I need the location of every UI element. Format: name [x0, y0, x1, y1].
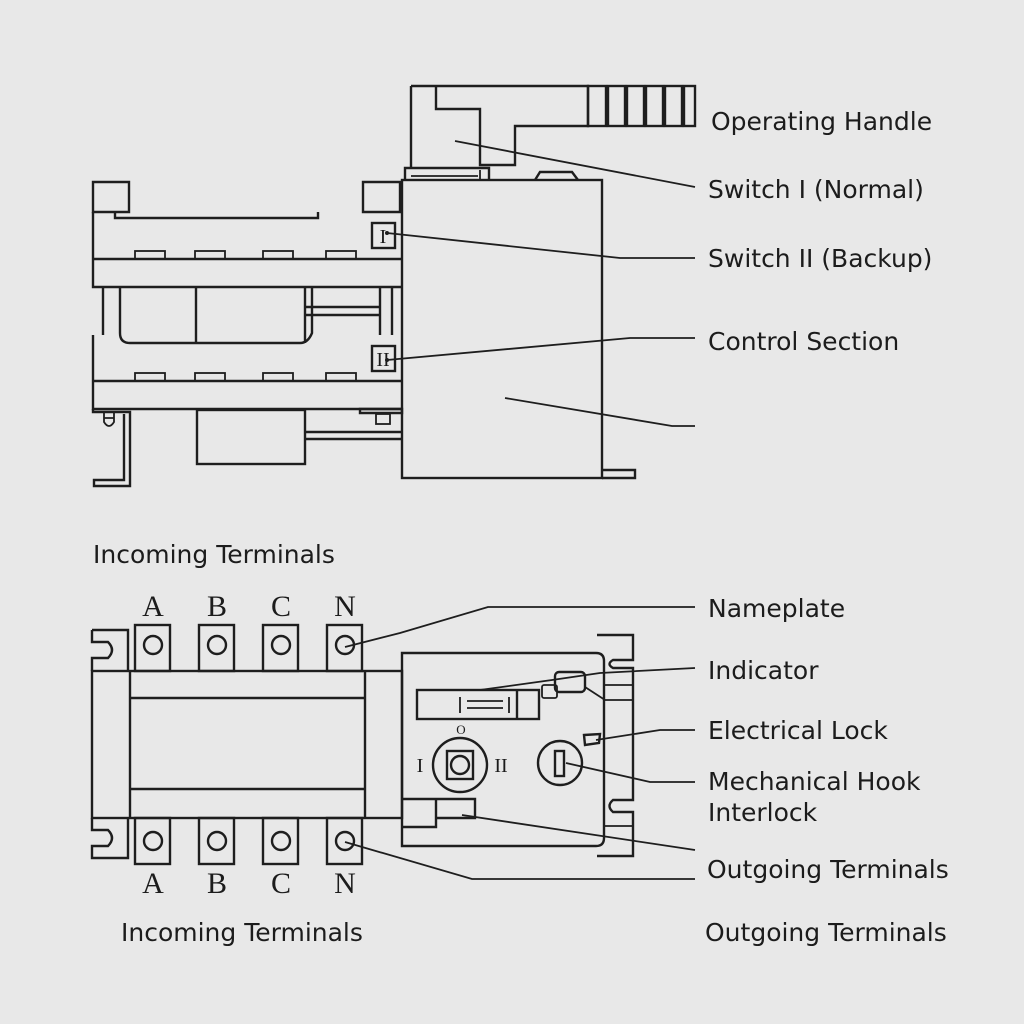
phase-label-top-n: N: [334, 590, 356, 623]
label-mechanical-hook-1: Mechanical Hook: [708, 767, 921, 796]
indicator-window: [415, 688, 541, 721]
phase-label-bottom-a: A: [142, 867, 164, 900]
front-body: [90, 628, 404, 860]
label-switch-1: Switch I (Normal): [708, 175, 924, 204]
selector-knob[interactable]: [431, 736, 489, 794]
label-control-section: Control Section: [708, 327, 899, 356]
indicator-lamp: [553, 670, 587, 694]
label-electrical-lock: Electrical Lock: [708, 716, 888, 745]
front-control-panel: O I II: [400, 633, 635, 858]
selector-pos-2: II: [494, 755, 507, 777]
phase-label-bottom-b: B: [207, 867, 227, 900]
phase-label-bottom-c: C: [271, 867, 291, 900]
terminal-bottom-n: [325, 816, 364, 866]
terminal-top-b: [197, 623, 236, 673]
front-view: Incoming Terminals A B C N: [90, 540, 949, 947]
label-indicator: Indicator: [708, 656, 819, 685]
terminal-bottom-a: [133, 816, 172, 866]
label-nameplate: Nameplate: [708, 594, 845, 623]
phase-label-bottom-n: N: [334, 867, 356, 900]
label-mechanical-hook-2: Interlock: [708, 798, 818, 827]
mechanical-hook-interlock[interactable]: [536, 739, 584, 787]
switch-1-badge: I: [380, 226, 387, 248]
label-switch-2: Switch II (Backup): [708, 244, 932, 273]
switch-body: I II: [91, 180, 404, 488]
control-section-body: [400, 178, 604, 480]
terminal-top-c: [261, 623, 300, 673]
switch-2-badge: II: [376, 349, 389, 371]
terminal-bottom-b: [197, 816, 236, 866]
switch-1-badge-frame: [370, 221, 397, 250]
terminal-top-a: [133, 623, 172, 673]
outgoing-terminals-footer: Outgoing Terminals: [705, 918, 947, 947]
label-operating-handle: Operating Handle: [711, 107, 932, 136]
selector-pos-1: I: [417, 755, 424, 777]
phase-label-top-b: B: [207, 590, 227, 623]
phase-label-top-c: C: [271, 590, 291, 623]
incoming-terminals-heading: Incoming Terminals: [93, 540, 335, 569]
terminal-top-n: [325, 623, 364, 673]
label-outgoing-terminals: Outgoing Terminals: [707, 855, 949, 884]
side-view: I II Operating Handle: [91, 84, 932, 488]
selector-pos-off: O: [456, 722, 465, 737]
phase-label-top-a: A: [142, 590, 164, 623]
operating-handle: [403, 84, 697, 181]
electrical-lock: [582, 732, 602, 747]
incoming-terminals-footer: Incoming Terminals: [121, 918, 363, 947]
terminal-bottom-c: [261, 816, 300, 866]
